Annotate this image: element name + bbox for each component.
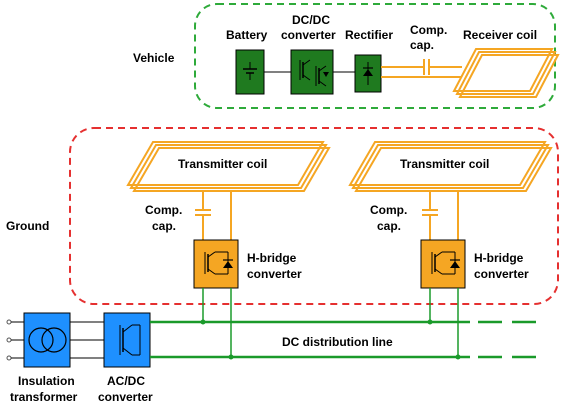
- acdc-label-line1: AC/DC: [107, 374, 145, 388]
- hbridge-1-line2: converter: [247, 267, 302, 281]
- hbridge-2-line2: converter: [474, 267, 529, 281]
- ground-unit-1: Transmitter coil Comp. cap. H-bridge con…: [126, 141, 331, 357]
- vehicle-comp-cap: [381, 59, 462, 78]
- ac-input-terminals: [6, 319, 24, 361]
- dc-line-label: DC distribution line: [282, 335, 393, 349]
- hbridge-converter-2: [420, 239, 466, 289]
- dcdc-label-line2: converter: [281, 28, 336, 42]
- rectifier-block: [354, 54, 382, 93]
- ground-comp-cap-2-line2: cap.: [377, 219, 401, 233]
- acdc-converter: [103, 312, 151, 368]
- dcdc-converter-block: [290, 49, 334, 95]
- receiver-coil-label: Receiver coil: [463, 28, 537, 42]
- vehicle-region-label: Vehicle: [133, 51, 175, 65]
- ground-region-border: [69, 127, 559, 305]
- battery-label: Battery: [226, 28, 268, 42]
- hbridge-2-line1: H-bridge: [474, 251, 524, 265]
- hbridge-1-line1: H-bridge: [247, 251, 297, 265]
- insulation-transformer: [23, 312, 71, 368]
- transmitter-coil-1: [126, 141, 331, 192]
- transformer-label-line2: transformer: [10, 390, 78, 404]
- ground-region-label: Ground: [6, 219, 49, 233]
- vehicle-comp-cap-line1: Comp.: [410, 23, 447, 37]
- transmitter-coil-1-label: Transmitter coil: [178, 157, 267, 171]
- ground-comp-cap-1-line1: Comp.: [145, 203, 182, 217]
- ground-comp-cap-2-line1: Comp.: [370, 203, 407, 217]
- dcdc-label-line1: DC/DC: [292, 13, 330, 27]
- transmitter-coil-2: [348, 141, 553, 192]
- rectifier-label: Rectifier: [345, 28, 393, 42]
- transmitter-coil-2-label: Transmitter coil: [400, 157, 489, 171]
- vehicle-region-border: [194, 3, 556, 109]
- dc-distribution-line: [150, 319, 536, 360]
- ground-unit-2: Transmitter coil Comp. cap. H-bridge con…: [348, 141, 553, 357]
- transformer-label-line1: Insulation: [18, 374, 75, 388]
- battery-block: [235, 49, 265, 95]
- hbridge-converter-1: [193, 239, 239, 289]
- vehicle-comp-cap-line2: cap.: [410, 38, 434, 52]
- receiver-coil: [452, 48, 560, 98]
- acdc-label-line2: converter: [98, 390, 153, 404]
- ground-comp-cap-1-line2: cap.: [152, 219, 176, 233]
